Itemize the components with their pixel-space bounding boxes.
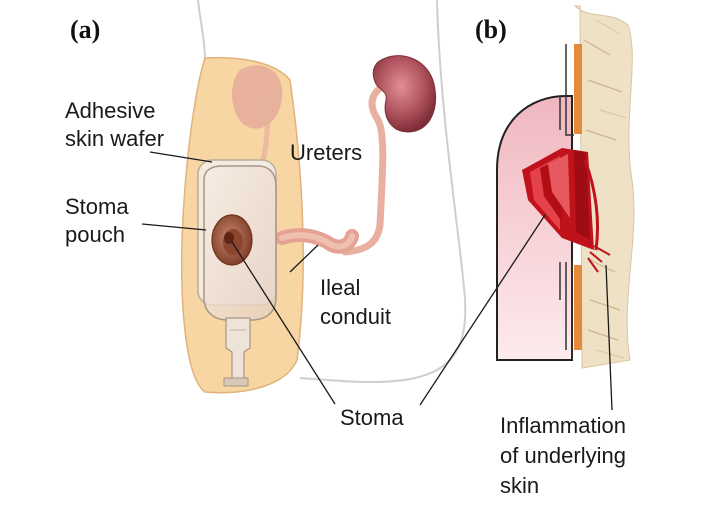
leader-ileal-conduit	[289, 244, 319, 273]
label-inflammation-line2: of underlying	[500, 443, 626, 468]
label-stoma-pouch-line2: pouch	[65, 222, 125, 247]
label-stoma: Stoma	[340, 405, 404, 430]
label-stoma-pouch-line1: Stoma	[65, 194, 129, 219]
leader-stoma	[231, 241, 336, 405]
label-inflammation-line1: Inflammation	[500, 413, 626, 438]
label-ileal-line1: Ileal	[320, 275, 360, 300]
label-ileal-line2: conduit	[320, 304, 391, 329]
panel-a-label: (a)	[70, 15, 100, 44]
body-outline	[197, 0, 467, 384]
leader-inflammation-skin	[605, 264, 613, 411]
wafer-plates	[559, 44, 574, 360]
panel-b-label: (b)	[475, 15, 507, 44]
leader-adhesive	[149, 151, 213, 163]
leader-inflammation-stoma	[419, 214, 546, 406]
ileal-conduit	[275, 228, 359, 254]
stoma	[211, 214, 253, 266]
kidney-right	[372, 55, 436, 133]
label-adhesive-line1: Adhesive	[65, 98, 156, 123]
inflammation	[522, 148, 611, 273]
ureter-right	[341, 84, 387, 256]
panel-b: (b) Inflam	[419, 5, 635, 498]
label-ureters: Ureters	[290, 140, 362, 165]
wafer-strip-top	[574, 44, 582, 134]
leader-stoma-pouch	[141, 223, 207, 231]
panel-a: (a)	[65, 0, 467, 430]
wafer-strip-bottom	[574, 265, 582, 350]
label-adhesive-line2: skin wafer	[65, 126, 164, 151]
label-inflammation-line3: skin	[500, 473, 539, 498]
kidney-left	[232, 65, 283, 166]
